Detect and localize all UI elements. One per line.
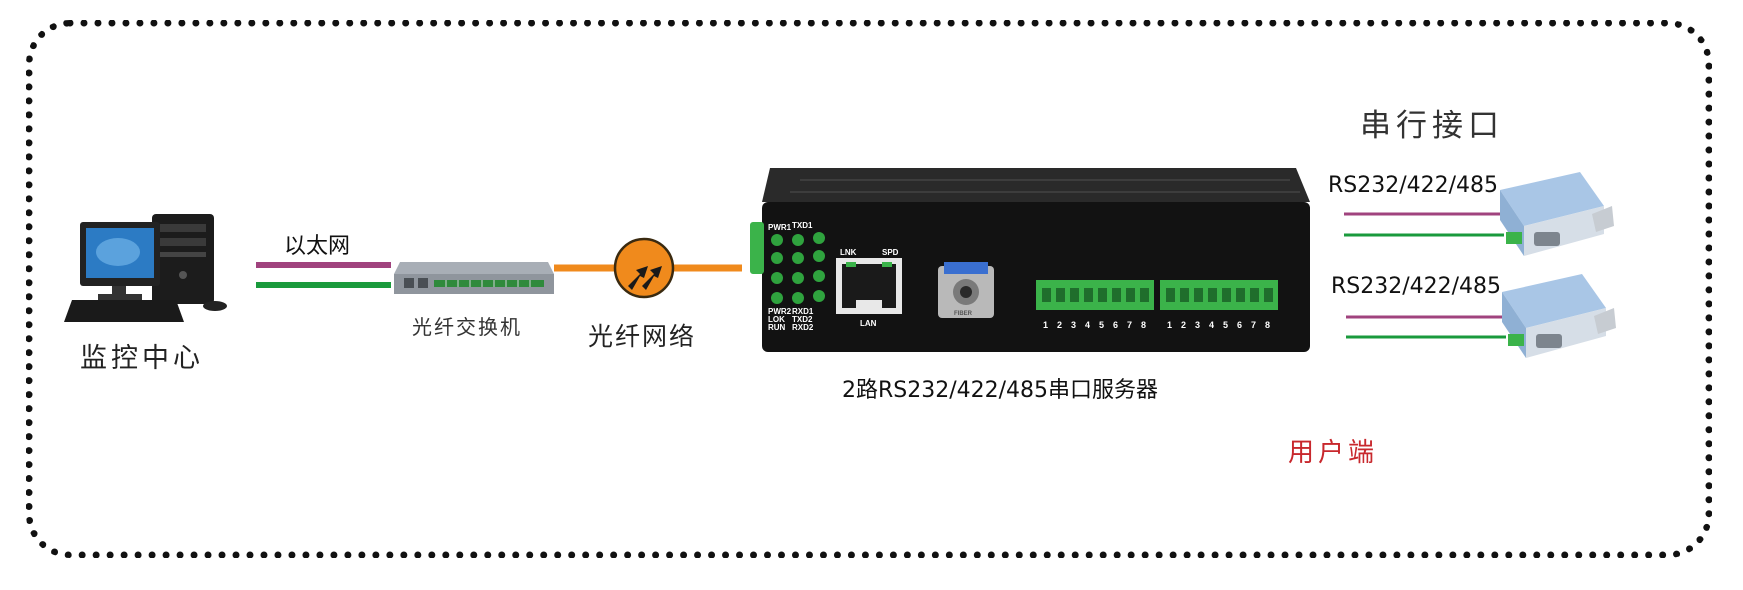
ethernet-label: 以太网	[284, 234, 351, 259]
terminal-number: 1	[1043, 320, 1048, 330]
serial-converter-2-icon	[1502, 274, 1616, 358]
fiber-switch-label: 光纤交换机	[412, 315, 522, 339]
monitor-center-label: 监控中心	[80, 343, 204, 374]
serial-interface-label: 串行接口	[1360, 108, 1504, 144]
rj45-label-lnk: LNK	[840, 248, 857, 257]
terminal-number: 8	[1265, 320, 1270, 330]
serial-server-device: PWR1 TXD1 PWR2 LOK RUN RXD1 TXD2 RXD2 LN…	[750, 168, 1310, 352]
led-label-run: RUN	[768, 323, 786, 332]
rs-port-1-label: RS232/422/485	[1328, 173, 1499, 198]
fiber-network-label: 光纤网络	[588, 322, 697, 351]
terminal-number: 4	[1209, 320, 1214, 330]
led-label-rxd1: RXD1	[792, 307, 814, 316]
terminal-number: 3	[1195, 320, 1200, 330]
diagram-frame	[26, 20, 1712, 558]
terminal-number: 7	[1251, 320, 1256, 330]
fiber-switch-icon	[394, 262, 554, 294]
rj45-label-lan: LAN	[860, 319, 877, 328]
led-label-txd2: TXD2	[792, 315, 813, 324]
user-end-label: 用户端	[1288, 438, 1379, 468]
led-label-txd1: TXD1	[792, 221, 813, 230]
led-label-rxd2: RXD2	[792, 323, 814, 332]
terminal-number: 3	[1071, 320, 1076, 330]
rs-port-2-label: RS232/422/485	[1331, 274, 1502, 299]
fiber-port-label: FIBER	[954, 311, 973, 317]
terminal-number: 4	[1085, 320, 1090, 330]
terminal-number: 6	[1113, 320, 1118, 330]
fiber-network-icon	[613, 237, 675, 299]
terminal-number: 8	[1141, 320, 1146, 330]
serial-converter-1-icon	[1500, 172, 1614, 256]
led-label-pwr2: PWR2	[768, 307, 792, 316]
terminal-number: 2	[1181, 320, 1186, 330]
terminal-number: 2	[1057, 320, 1062, 330]
terminal-number: 1	[1167, 320, 1172, 330]
terminal-number: 6	[1237, 320, 1242, 330]
terminal-number: 7	[1127, 320, 1132, 330]
monitor-center-computer-icon	[64, 214, 227, 322]
terminal-number: 5	[1099, 320, 1104, 330]
serial-server-label: 2路RS232/422/485串口服务器	[842, 378, 1159, 403]
led-label-pwr1: PWR1	[768, 223, 792, 232]
rj45-label-spd: SPD	[882, 248, 899, 257]
terminal-number: 5	[1223, 320, 1228, 330]
led-label-lok: LOK	[768, 315, 785, 324]
